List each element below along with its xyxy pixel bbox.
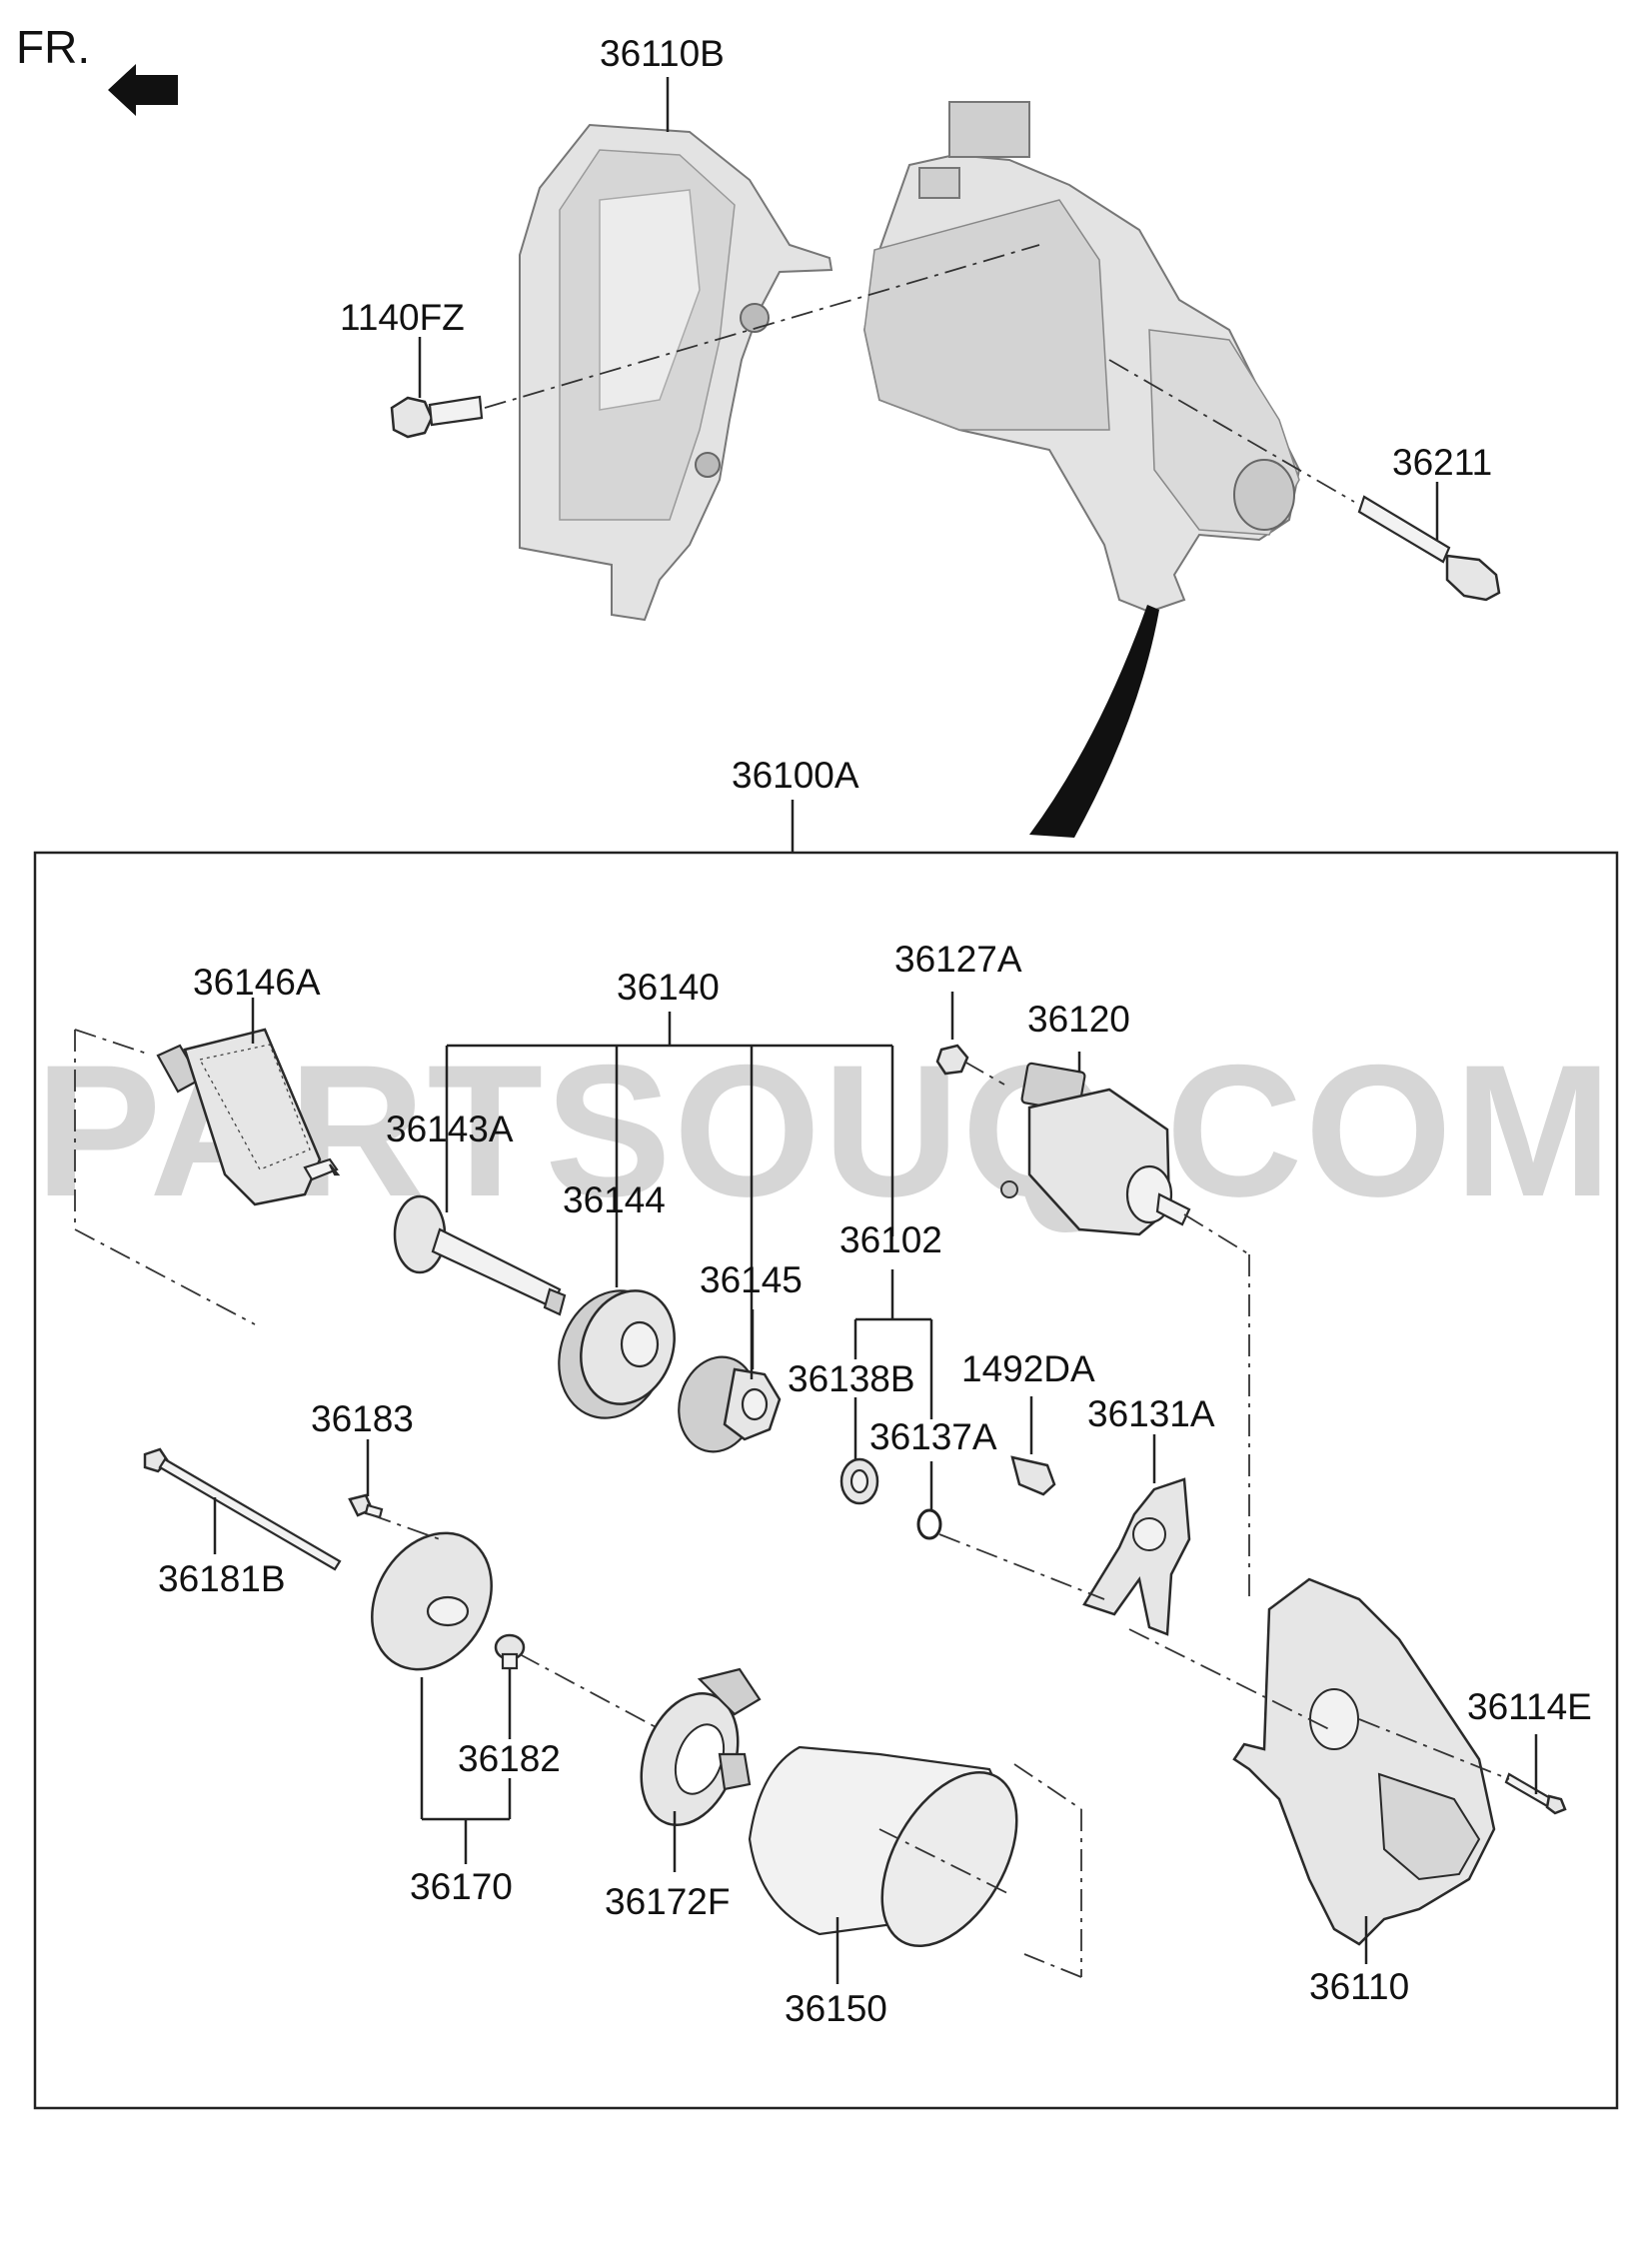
nut-36127A	[935, 1044, 969, 1076]
part-label-36114E: 36114E	[1467, 1686, 1592, 1727]
part-label-36172F: 36172F	[605, 1881, 731, 1922]
part-label-36144: 36144	[563, 1179, 666, 1220]
heat-shield-36110B	[519, 123, 833, 622]
bolt-36114E	[1504, 1772, 1567, 1815]
front-orientation-label: FR.	[16, 21, 90, 73]
front-direction-arrow-icon	[108, 64, 178, 116]
end-cover-36170	[371, 1531, 493, 1671]
part-label-36183: 36183	[311, 1398, 414, 1439]
callout-pointer	[1029, 605, 1159, 838]
assembly-label-36100A: 36100A	[732, 755, 859, 796]
through-bolt-36181B	[143, 1447, 342, 1571]
yoke-36150	[748, 1745, 1018, 1947]
part-label-1492DA: 1492DA	[961, 1348, 1095, 1389]
ring-36137A	[916, 1508, 942, 1540]
part-label-36138B: 36138B	[788, 1358, 915, 1399]
part-label-36127A: 36127A	[894, 939, 1022, 980]
exploded-view-frame	[33, 851, 1619, 2110]
part-label-36181B: 36181B	[158, 1558, 286, 1599]
shaft-36143A	[393, 1194, 567, 1316]
part-label-36170: 36170	[410, 1866, 513, 1907]
bolt-36211	[1357, 495, 1501, 602]
part-label-36150: 36150	[785, 1988, 887, 2029]
part-label-36110: 36110	[1309, 1966, 1409, 2007]
part-label-36120: 36120	[1027, 999, 1130, 1040]
part-label-36131A: 36131A	[1087, 1393, 1215, 1434]
part-label-36143A: 36143A	[386, 1109, 514, 1149]
armature-36146A	[156, 1028, 341, 1206]
part-label-36182: 36182	[458, 1738, 561, 1779]
solenoid-36120	[1000, 1062, 1191, 1236]
part-label-36140: 36140	[617, 967, 720, 1008]
drive-housing-36110	[1232, 1577, 1496, 1946]
starter-motor-assembly	[862, 101, 1301, 614]
part-label-36145: 36145	[700, 1259, 803, 1300]
pinion-gear-36145	[678, 1355, 782, 1453]
drive-lever-36131A	[1082, 1477, 1191, 1636]
bush-36182	[494, 1633, 526, 1670]
clutch-36144	[558, 1289, 676, 1419]
screw-36183	[348, 1493, 384, 1519]
grommet-1492DA	[1010, 1455, 1056, 1496]
brush-holder-36172F	[640, 1667, 762, 1826]
part-label-36146A: 36146A	[193, 962, 321, 1003]
part-label-36110B: 36110B	[600, 33, 725, 74]
part-label-36137A: 36137A	[869, 1416, 997, 1457]
bolt-1140FZ	[390, 395, 484, 439]
part-label-36102: 36102	[839, 1219, 942, 1260]
part-label-36211: 36211	[1392, 442, 1492, 483]
bushing-36138B	[839, 1457, 879, 1505]
part-label-1140FZ: 1140FZ	[340, 297, 465, 338]
